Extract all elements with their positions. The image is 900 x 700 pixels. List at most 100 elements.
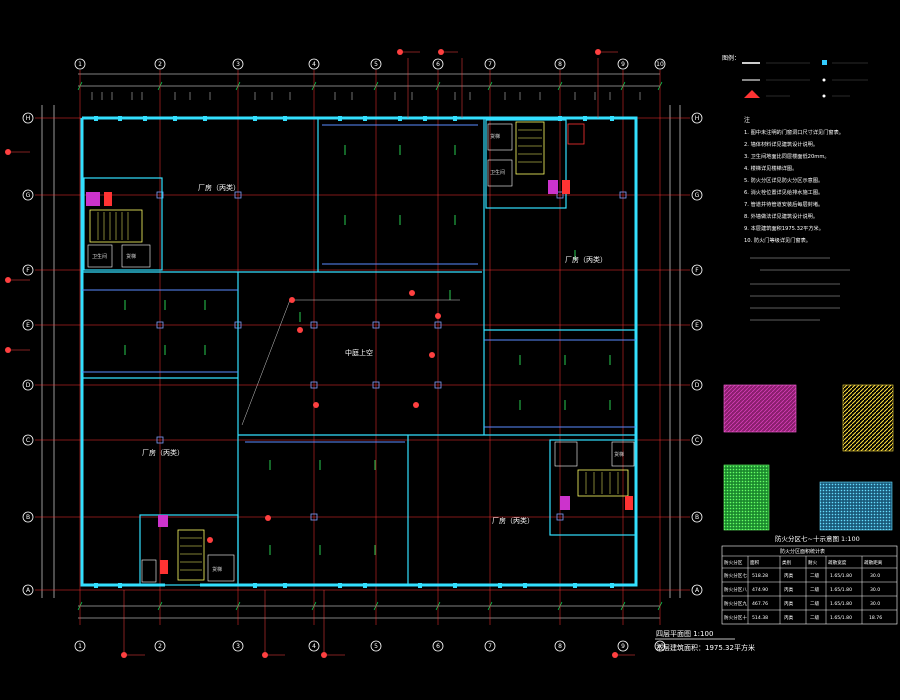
leader-line: [241, 299, 291, 426]
table-cell: 1.65/1.80: [830, 573, 852, 579]
axis-label-top: 9: [621, 61, 625, 68]
table-cell: 防火分区八: [724, 586, 747, 593]
room-label-elev-sw: 货梯: [212, 566, 222, 573]
notes: 1. 图中未注明的门窗洞口尺寸详见门窗表。 2. 墙体材料详见建筑设计说明。 3…: [744, 128, 844, 244]
axis-label-bottom: 2: [158, 643, 162, 650]
legend-title: 图例：: [722, 54, 740, 62]
fire-zone-9-swatch: [723, 464, 770, 531]
note-detail-lines: [750, 257, 850, 321]
table-header: 面积: [750, 559, 760, 566]
note-line: 8. 外墙做法详见建筑设计说明。: [744, 212, 818, 220]
table-cell: 30.0: [870, 601, 880, 607]
table-cell: 30.0: [870, 587, 880, 593]
axis-label-top: 6: [436, 61, 440, 68]
table-cell: 防火分区七: [724, 572, 747, 579]
table-cell: 二级: [810, 600, 820, 607]
table-cell: 1.65/1.80: [830, 615, 852, 621]
table-cell: 467.76: [752, 601, 768, 607]
dim-marks: [91, 92, 641, 100]
table-cell: 1.65/1.80: [830, 587, 852, 593]
table-cell: 474.90: [752, 587, 768, 593]
axis-label-right: E: [695, 322, 699, 329]
note-line: 4. 楼梯详见楼梯详图。: [744, 164, 797, 172]
axis-label-bottom: 10: [656, 643, 664, 650]
table-header: 防火分区: [724, 559, 743, 566]
axis-label-left: B: [26, 514, 30, 521]
table-cell: 防火分区九: [724, 600, 747, 607]
axis-label-left: A: [26, 587, 31, 594]
note-line: 10. 防火门等级详见门窗表。: [744, 236, 811, 244]
axis-label-top: 10: [656, 61, 664, 68]
table-cell: 丙类: [784, 572, 794, 579]
axis-label-bottom: 8: [558, 643, 562, 650]
axis-label-right: F: [695, 267, 699, 274]
table-cell: 防火分区十: [724, 614, 747, 621]
plan-title: 四层平面图 1:100: [656, 630, 713, 638]
axis-bubbles: [22, 58, 703, 652]
table-cell: 二级: [810, 572, 820, 579]
plan-area: 本层建筑面积：1975.32平方米: [656, 643, 755, 652]
tag-markers: [5, 49, 635, 658]
table-header: 疏散宽度: [828, 559, 847, 566]
room-label-factory-ne: 厂房（丙类）: [565, 255, 607, 264]
table-cell: 丙类: [784, 586, 794, 593]
axis-label-bottom: 5: [374, 643, 378, 650]
axis-label-left: H: [26, 115, 31, 122]
axis-label-top: 7: [488, 61, 492, 68]
axis-label-right: A: [695, 587, 700, 594]
axis-label-right: C: [695, 437, 699, 444]
axis-label-top: 5: [374, 61, 378, 68]
axis-label-right: B: [695, 514, 699, 521]
axis-label-left: D: [26, 382, 31, 389]
room-label-elev: 货梯: [126, 253, 136, 260]
room-label-factory-sw: 厂房（丙类）: [142, 448, 184, 457]
room-label-factory-se: 厂房（丙类）: [492, 516, 534, 525]
axis-label-right: G: [695, 192, 700, 199]
stair-core-sw: [139, 514, 239, 586]
legend: 图例： 注: [722, 54, 868, 124]
room-label-factory-nw: 厂房（丙类）: [198, 183, 240, 192]
area-table: [721, 545, 898, 625]
axis-label-top: 2: [158, 61, 162, 68]
table-cell: 518.28: [752, 573, 768, 579]
axis-label-right: H: [695, 115, 700, 122]
table-cell: 丙类: [784, 614, 794, 621]
note-line: 1. 图中未注明的门窗洞口尺寸详见门窗表。: [744, 128, 844, 136]
axis-label-bottom: 4: [312, 643, 316, 650]
axis-label-left: C: [26, 437, 30, 444]
axis-label-right: D: [695, 382, 700, 389]
fire-zone-10-swatch: [819, 481, 893, 531]
room-label-elev-ne: 货梯: [490, 133, 500, 140]
fixture-marks: [124, 145, 611, 555]
blue-walls: [82, 124, 636, 443]
dimension-ticks: [77, 81, 663, 611]
axis-label-top: 8: [558, 61, 562, 68]
note-line: 9. 本层建筑面积1975.32平方米。: [744, 224, 824, 232]
table-cell: 二级: [810, 586, 820, 593]
table-header: 类别: [782, 559, 792, 566]
fire-zone-title: 防火分区七~十示意图 1:100: [775, 534, 860, 543]
table-cell: 514.38: [752, 615, 768, 621]
axis-label-bottom: 1: [78, 643, 82, 650]
room-label-wc: 卫生间: [92, 253, 107, 260]
room-label-atrium: 中庭上空: [345, 348, 373, 357]
stair-core-ne: [485, 119, 585, 209]
note-line: 6. 消火栓位置详见给排水施工图。: [744, 188, 823, 196]
table-cell: 丙类: [784, 600, 794, 607]
table-text: 防火分区面积统计表 防火分区 面积 类别 耐火 疏散宽度 疏散距离 防火分区七 …: [724, 548, 883, 621]
table-cell: 二级: [810, 614, 820, 621]
axis-grid: [35, 70, 690, 625]
room-label-elev-se: 货梯: [614, 451, 624, 458]
room-label-wc-ne: 卫生间: [490, 169, 505, 176]
axis-label-bottom: 3: [236, 643, 240, 650]
dimension-lines: [41, 73, 681, 619]
table-title: 防火分区面积统计表: [780, 548, 825, 555]
axis-label-left: E: [26, 322, 30, 329]
axis-label-top: 4: [312, 61, 316, 68]
axis-label-bottom: 9: [621, 643, 625, 650]
notes-title: 注: [744, 116, 750, 124]
axis-label-left: F: [26, 267, 30, 274]
table-header: 疏散距离: [864, 559, 883, 566]
axis-label-top: 1: [78, 61, 82, 68]
